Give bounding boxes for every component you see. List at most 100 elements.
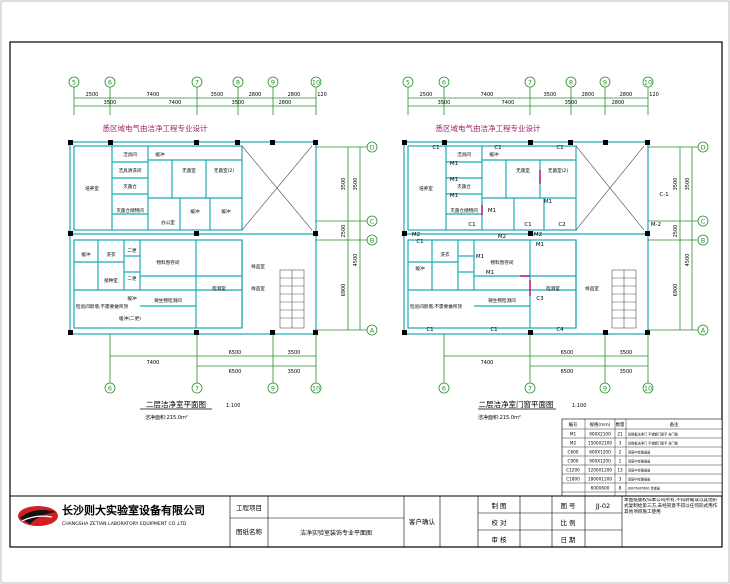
axis-col-6: 6: [442, 79, 446, 87]
room-label: 无菌室: [182, 167, 196, 174]
dim-right: 6900: [341, 284, 347, 297]
room-label: 样品室: [251, 263, 265, 270]
dim-top: 7400: [169, 100, 182, 106]
door-tag: M1: [536, 242, 544, 248]
axis-row-b: B: [701, 237, 705, 245]
schedule-cell: 600X600: [591, 486, 610, 491]
dim-top: 3500: [438, 100, 451, 106]
door-tag: M1: [450, 161, 458, 167]
dim-right: 3500: [341, 178, 347, 191]
dim-top: 2800: [582, 92, 595, 98]
room-label: 缓冲: [415, 265, 425, 272]
dim-bottom: 3500: [620, 369, 633, 375]
dim-right: 3500: [353, 178, 359, 191]
plan-scale: 1:100: [572, 403, 586, 409]
room-label: 检测室: [212, 285, 226, 292]
schedule-cell: M2: [570, 441, 577, 446]
dim-bottom: 3500: [288, 369, 301, 375]
schedule-header: 编号: [569, 421, 578, 428]
room-label: 物料暂存间: [157, 259, 180, 266]
axis-col-7: 7: [528, 79, 532, 87]
room-label: 缓冲: [81, 251, 91, 258]
room-label: 洁具清洗间: [119, 167, 142, 174]
room-label: 洗衣: [440, 251, 450, 258]
dim-right: 4500: [685, 254, 691, 267]
window-tag: C1: [524, 222, 531, 228]
dim-top: 7400: [481, 92, 494, 98]
schedule-cell: C600: [568, 450, 579, 455]
room-label: 培养室: [85, 185, 99, 192]
dim-top: 2800: [612, 100, 625, 106]
schedule-cell: 3: [619, 441, 622, 446]
schedule-cell: 1200X1200: [588, 468, 613, 473]
room-label: 无菌室: [516, 167, 530, 174]
window-tag: C1: [432, 145, 439, 151]
door-tag: M1: [450, 177, 458, 183]
dim-top: 120: [317, 92, 327, 98]
plan-note: 检验间新增,不需要做吊顶: [410, 303, 462, 310]
schedule-cell: M1: [570, 432, 577, 437]
door-tag: M2: [534, 232, 542, 238]
sheet-no-label: 图 号: [560, 502, 576, 510]
axis-col-9: 9: [603, 79, 607, 87]
client-confirm-label: 客户确认: [409, 517, 436, 526]
dim-top: 2800: [279, 100, 292, 106]
schedule-cell: 1800X1200: [588, 477, 613, 482]
room-label: 缓冲: [221, 208, 231, 215]
axis-col-6: 6: [108, 79, 112, 87]
axis-col-10-bottom: 10: [644, 385, 652, 393]
plan-heading: 悉区域电气由洁净工程专业设计: [103, 123, 208, 133]
company-name-en: CHANGSHA ZETIAN LABORATORY EQUIPMENT CO.…: [62, 521, 188, 527]
room-label: 微生物检测间: [488, 297, 516, 304]
window-tag: C1: [468, 222, 475, 228]
draw-label: 制 图: [491, 501, 506, 510]
door-tag: M1: [488, 208, 496, 214]
company-name-cn: 长沙则大实验室设备有限公司: [62, 503, 205, 517]
plan-note: 检验间新增,不需要做吊顶: [76, 303, 128, 310]
door-tag: M2: [498, 234, 506, 240]
schedule-cell: 彩钢板洁净门 不锈钢门把手 含门锁: [628, 441, 679, 446]
dim-right: 2500: [673, 225, 679, 238]
check-label: 校 对: [491, 518, 507, 527]
scale-label: 比 例: [560, 518, 575, 527]
axis-col-6-bottom: 6: [442, 385, 446, 393]
room-label: 样品室: [585, 285, 599, 292]
axis-row-a: A: [701, 327, 706, 335]
project-label: 工程项目: [236, 503, 262, 512]
axis-row-c: C: [370, 218, 375, 226]
schedule-cell: C1800: [566, 477, 580, 482]
axis-row-d: D: [369, 144, 374, 152]
schedule-cell: 1: [619, 459, 622, 464]
window-tag: C-1: [659, 192, 668, 198]
door-tag: M2: [412, 232, 420, 238]
room-label: 缓冲: [155, 151, 165, 158]
dim-top: 3500: [211, 92, 224, 98]
room-label: 洗衣: [106, 251, 116, 258]
window-tag: C4: [556, 327, 564, 333]
dim-bottom: 6500: [229, 350, 242, 356]
axis-col-5: 5: [406, 79, 410, 87]
dim-top: 3500: [104, 100, 117, 106]
door-tag: M1: [450, 193, 458, 199]
dim-top: 7400: [502, 100, 515, 106]
axis-col-8: 8: [236, 79, 240, 87]
door-tag: M1: [486, 270, 494, 276]
dim-bottom: 6500: [229, 369, 242, 375]
room-label: 无菌室(2): [214, 167, 234, 174]
room-label: 洁具间: [123, 151, 137, 158]
dim-top: 2800: [288, 92, 301, 98]
dim-bottom: 6500: [561, 350, 574, 356]
dim-bottom: 6500: [561, 369, 574, 375]
axis-col-10-bottom: 10: [312, 385, 320, 393]
plan-area: 洁净面积:215.0m²: [145, 414, 188, 421]
dim-right: 4500: [353, 254, 359, 267]
review-label: 审 核: [491, 535, 507, 544]
room-label: 缓冲(二更): [119, 315, 141, 322]
schedule-cell: C1200: [566, 468, 580, 473]
schedule-cell: 900X1200: [589, 459, 611, 464]
dim-right: 2500: [341, 225, 347, 238]
dim-bottom: 7400: [481, 360, 494, 366]
room-label: 二更: [127, 248, 137, 254]
dim-bottom: 7400: [147, 360, 160, 366]
